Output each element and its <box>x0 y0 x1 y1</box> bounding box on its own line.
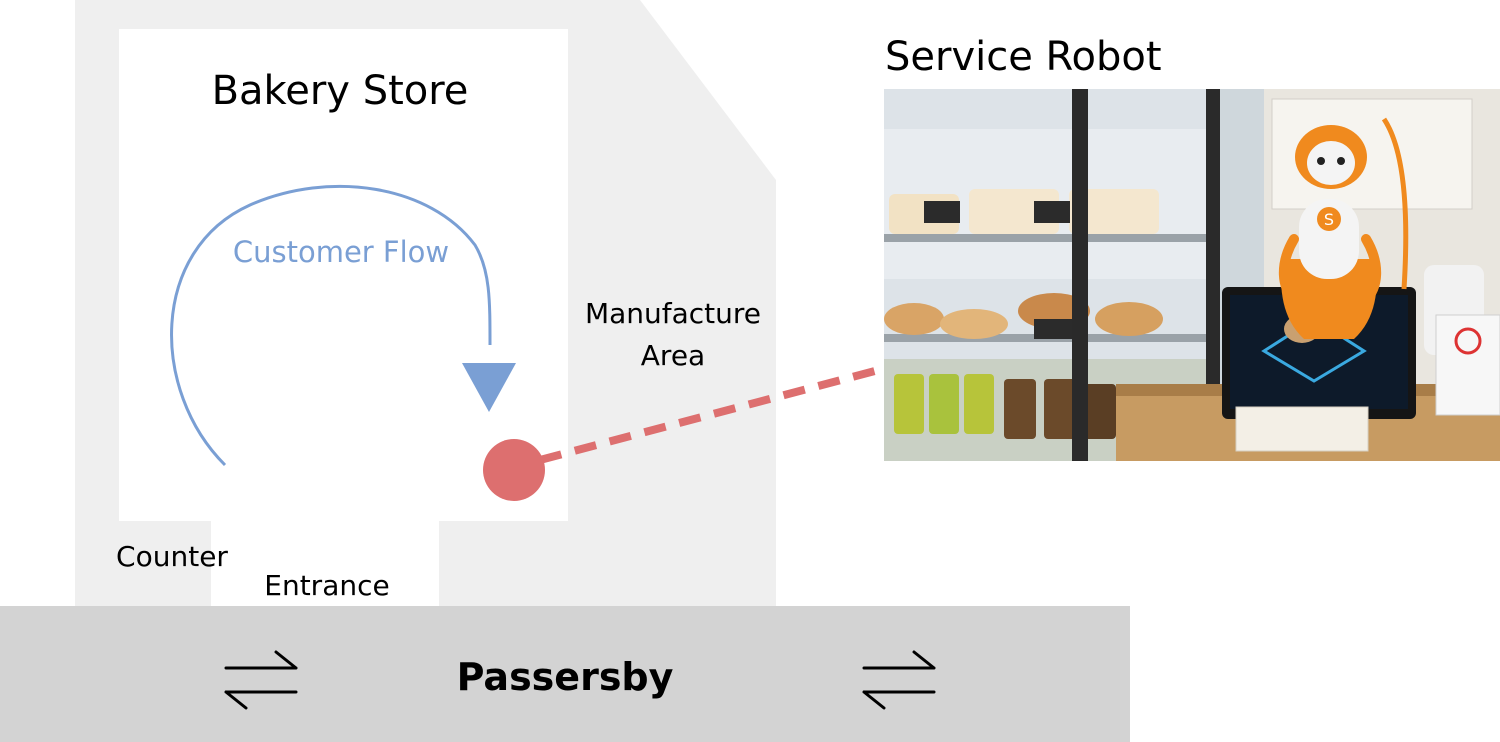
customer-flow-arc <box>170 184 492 467</box>
manufacture-area-label-line1: Manufacture <box>585 297 761 330</box>
service-robot-photo: S <box>884 89 1500 461</box>
entrance-label: Entrance <box>264 569 389 602</box>
bidirectional-arrows-icon <box>862 650 936 710</box>
street-band <box>0 606 1130 742</box>
svg-text:S: S <box>1324 210 1334 229</box>
robot-photo-illustration: S <box>884 89 1500 461</box>
store-title: Bakery Store <box>212 68 469 114</box>
robot-location-marker <box>483 439 545 501</box>
counter-label: Counter <box>116 540 228 573</box>
bidirectional-arrows-icon <box>224 650 298 710</box>
entrance-gap <box>211 521 439 607</box>
robot-connector-dashed-line <box>538 364 888 464</box>
store-floor <box>119 29 568 521</box>
service-robot-title: Service Robot <box>885 34 1162 80</box>
customer-flow-arrowhead <box>462 363 516 412</box>
passersby-label: Passersby <box>457 655 674 699</box>
manufacture-area-label-line2: Area <box>641 339 705 372</box>
customer-flow-label: Customer Flow <box>233 235 449 269</box>
